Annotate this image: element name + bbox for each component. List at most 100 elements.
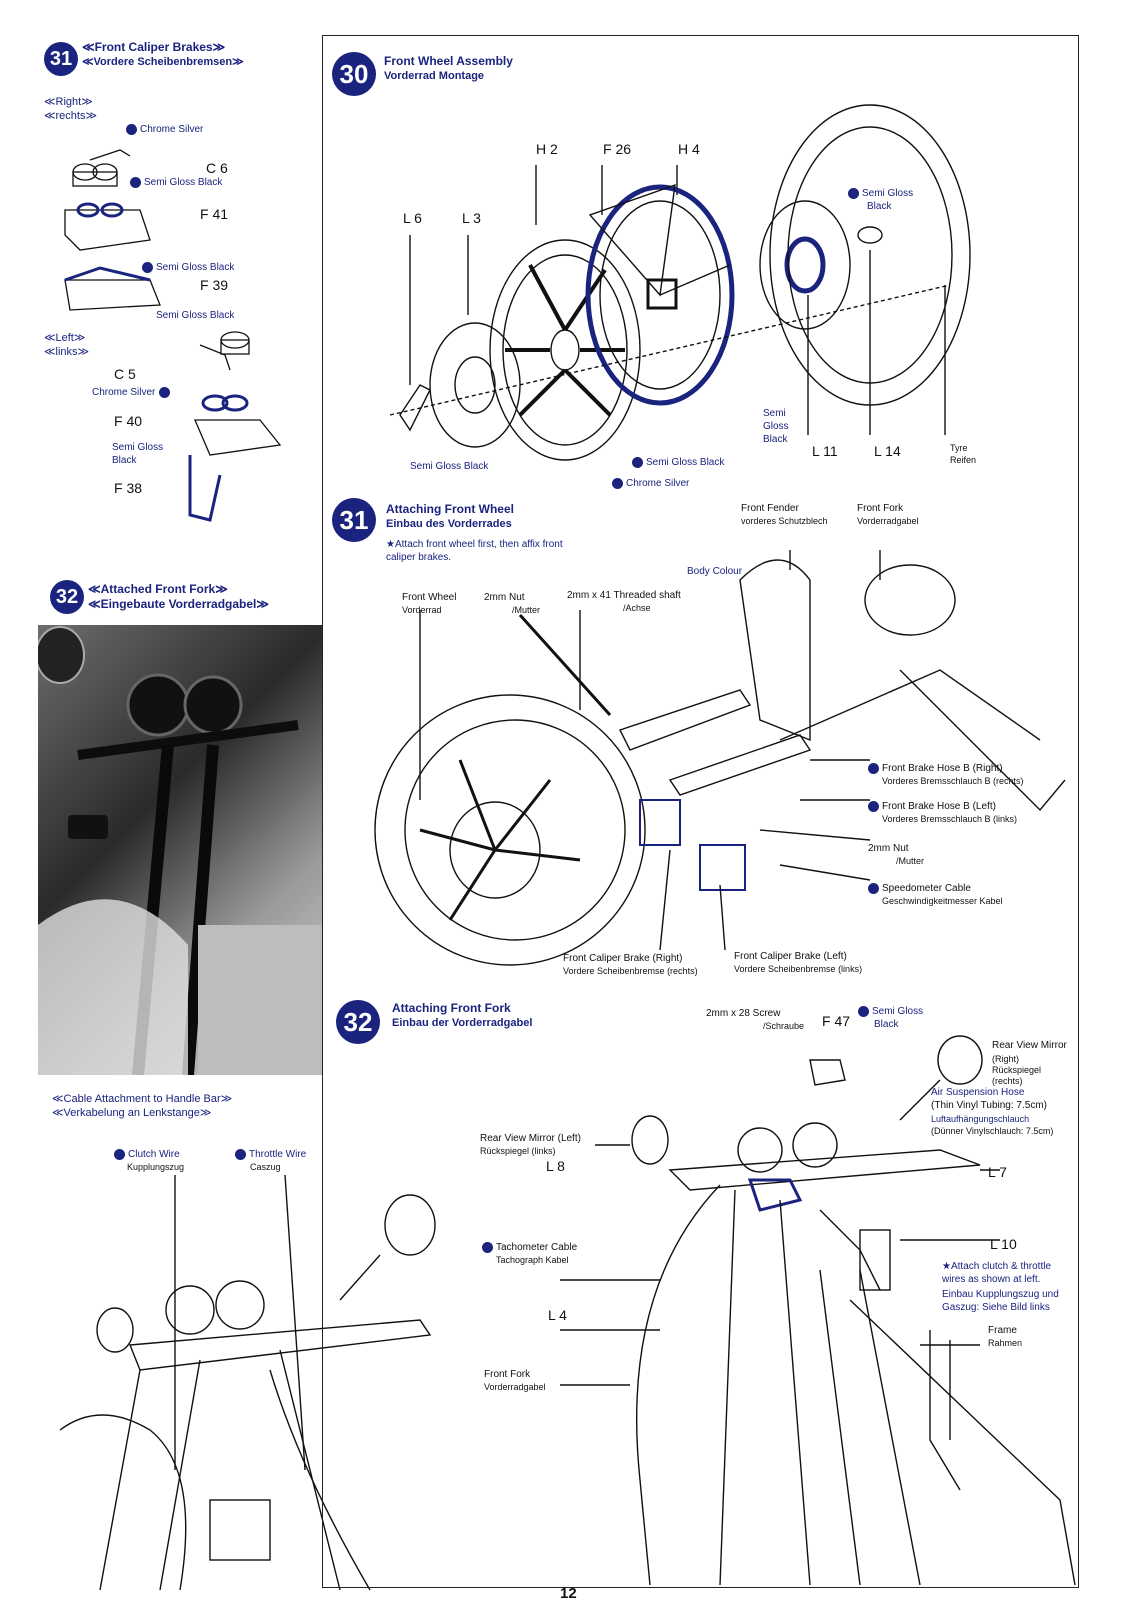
attach-fork-drawing <box>560 1035 1076 1586</box>
mirror-left-label: Rear View Mirror (Left) <box>480 1133 581 1144</box>
sgb-disc-label: Semi Gloss Black <box>410 461 489 472</box>
step-32-title-right: Attaching Front Fork Einbau der Vorderra… <box>392 1001 532 1031</box>
paint-dot-icon <box>612 478 623 489</box>
part-c6: C 6 <box>206 160 228 176</box>
tacho-cable-label: Tachometer Cable <box>482 1242 577 1254</box>
step-31-title-right-en: Attaching Front Wheel <box>386 502 514 516</box>
caliper-left-drawing <box>188 331 282 522</box>
part-l4: L 4 <box>548 1307 567 1323</box>
part-l14: L 14 <box>874 443 901 459</box>
attach-wheel-drawing <box>374 550 1066 966</box>
step-32-title-left-en: ≪Attached Front Fork≫ <box>88 582 228 596</box>
fork-label-32: Front Fork <box>484 1369 531 1380</box>
brake-hose-right-de: Vorderes Bremsschlauch B (rechts) <box>882 776 1024 786</box>
threaded-shaft-label: 2mm x 41 Threaded shaft <box>567 590 681 601</box>
brake-hose-right-label: Front Brake Hose B (Right) <box>868 763 1003 775</box>
air-hose-label-3: Luftaufhängungschlauch <box>931 1114 1030 1124</box>
part-l6: L 6 <box>403 210 422 226</box>
step-32-title-left-de: ≪Eingebaute Vorderradgabel≫ <box>88 597 269 611</box>
step-32-title-right-en: Attaching Front Fork <box>392 1001 511 1015</box>
color-sgb-1: Semi Gloss Black <box>130 177 222 189</box>
mirror-right-label-1: Rear View Mirror <box>992 1040 1067 1051</box>
step-30-title-de: Vorderrad Montage <box>384 70 485 82</box>
part-number-icon <box>868 801 879 812</box>
speedo-cable-de: Geschwindigkeitmesser Kabel <box>882 896 1003 906</box>
front-fork-de: Vorderradgabel <box>857 516 919 526</box>
clutch-wire-label: Clutch Wire <box>114 1149 180 1161</box>
photo-shapes <box>38 626 322 1075</box>
speedo-cable-label: Speedometer Cable <box>868 883 971 895</box>
part-number-icon <box>868 883 879 894</box>
clutch-wire-de: Kupplungszug <box>127 1162 185 1172</box>
part-f38: F 38 <box>114 480 143 496</box>
sgb-hub-label: Semi Gloss <box>848 188 913 200</box>
step-30-title: Front Wheel Assembly Vorderrad Montage <box>384 54 513 84</box>
paint-dot-icon <box>130 177 141 188</box>
part-number-icon <box>235 1149 246 1160</box>
right-label-de: ≪rechts≫ <box>44 110 97 122</box>
front-wheel-exploded-drawing <box>389 104 971 461</box>
front-wheel-de: Vorderrad <box>402 605 442 615</box>
nut-de: /Mutter <box>512 605 541 615</box>
caliper-left-de: Vordere Scheibenbremse (links) <box>734 964 863 974</box>
part-f41: F 41 <box>200 206 229 222</box>
left-label-de: ≪links≫ <box>44 346 90 358</box>
part-l3: L 3 <box>462 210 481 226</box>
step-31-title-right: Attaching Front Wheel Einbau des Vorderr… <box>386 502 514 532</box>
paint-dot-icon <box>858 1006 869 1017</box>
threaded-shaft-de: /Achse <box>623 603 651 613</box>
caliper-right-label: Front Caliper Brake (Right) <box>563 953 683 964</box>
paint-dot-icon <box>848 188 859 199</box>
part-f39: F 39 <box>200 277 229 293</box>
nut2-label: 2mm Nut <box>868 843 909 854</box>
tacho-cable-de: Tachograph Kabel <box>496 1255 569 1265</box>
mirror-right-label-2: (Right) <box>992 1054 1020 1064</box>
front-wheel-label: Front Wheel <box>402 592 457 603</box>
front-fork-label: Front Fork <box>857 503 904 514</box>
page-number: 12 <box>560 1585 577 1602</box>
air-hose-label-1: Air Suspension Hose <box>931 1087 1025 1098</box>
part-f40: F 40 <box>114 413 143 429</box>
sgb-rim-label-2: Gloss <box>763 421 789 432</box>
part-l11: L 11 <box>812 443 838 459</box>
part-f26: F 26 <box>603 141 632 157</box>
part-number-icon <box>114 1149 125 1160</box>
attach-note-2: wires as shown at left. <box>942 1274 1041 1285</box>
step-31-badge: 31 <box>44 42 78 76</box>
brake-hose-left-label: Front Brake Hose B (Left) <box>868 801 996 813</box>
step-32-title-right-de: Einbau der Vorderradgabel <box>392 1017 533 1029</box>
step-31-note-2: caliper brakes. <box>386 552 452 563</box>
left-label-en: ≪Left≫ <box>44 332 86 344</box>
mirror-right-label-4: (rechts) <box>992 1076 1023 1086</box>
part-l7: L 7 <box>988 1164 1007 1180</box>
screw-de: /Schraube <box>763 1021 805 1031</box>
paint-dot-icon <box>126 124 137 135</box>
right-label-en: ≪Right≫ <box>44 96 93 108</box>
color-sgb-3: Semi Gloss Black <box>156 310 235 321</box>
color-chrome-2: Chrome Silver <box>92 387 173 399</box>
nut-label: 2mm Nut <box>484 592 525 603</box>
nut2-de: /Mutter <box>896 856 925 866</box>
sgb-hub-label-2: Black <box>867 201 892 212</box>
step-32-badge-left: 32 <box>50 580 84 614</box>
sgb-f47-label: Semi Gloss <box>858 1006 923 1018</box>
brake-hose-left-de: Vorderes Bremsschlauch B (links) <box>882 814 1018 824</box>
step-31-title-right-de: Einbau des Vorderrades <box>386 518 512 530</box>
screw-label: 2mm x 28 Screw <box>706 1008 781 1019</box>
paint-dot-icon <box>159 387 171 398</box>
attach-note-1: ★Attach clutch & throttle <box>942 1261 1052 1272</box>
front-fender-label: Front Fender <box>741 503 799 514</box>
motorcycle-photo <box>38 625 322 1075</box>
handlebar-cable-drawing <box>59 1174 436 1591</box>
cable-title-de: ≪Verkabelung an Lenkstange≫ <box>52 1107 212 1119</box>
part-h4: H 4 <box>678 141 700 157</box>
step-32-badge-right: 32 <box>336 1000 380 1044</box>
color-sgb-2: Semi Gloss Black <box>142 262 234 274</box>
color-sgb-4-l1: Semi Gloss <box>112 442 164 453</box>
air-hose-label-2: (Thin Vinyl Tubing: 7.5cm) <box>931 1100 1047 1111</box>
throttle-wire-label: Throttle Wire <box>235 1149 306 1161</box>
step-31-title: ≪Front Caliper Brakes≫ ≪Vordere Scheiben… <box>82 40 244 70</box>
step-30-title-en: Front Wheel Assembly <box>384 54 513 68</box>
body-colour-label: Body Colour <box>687 566 743 577</box>
air-hose-label-4: (Dünner Vinylschlauch: 7.5cm) <box>931 1126 1054 1136</box>
